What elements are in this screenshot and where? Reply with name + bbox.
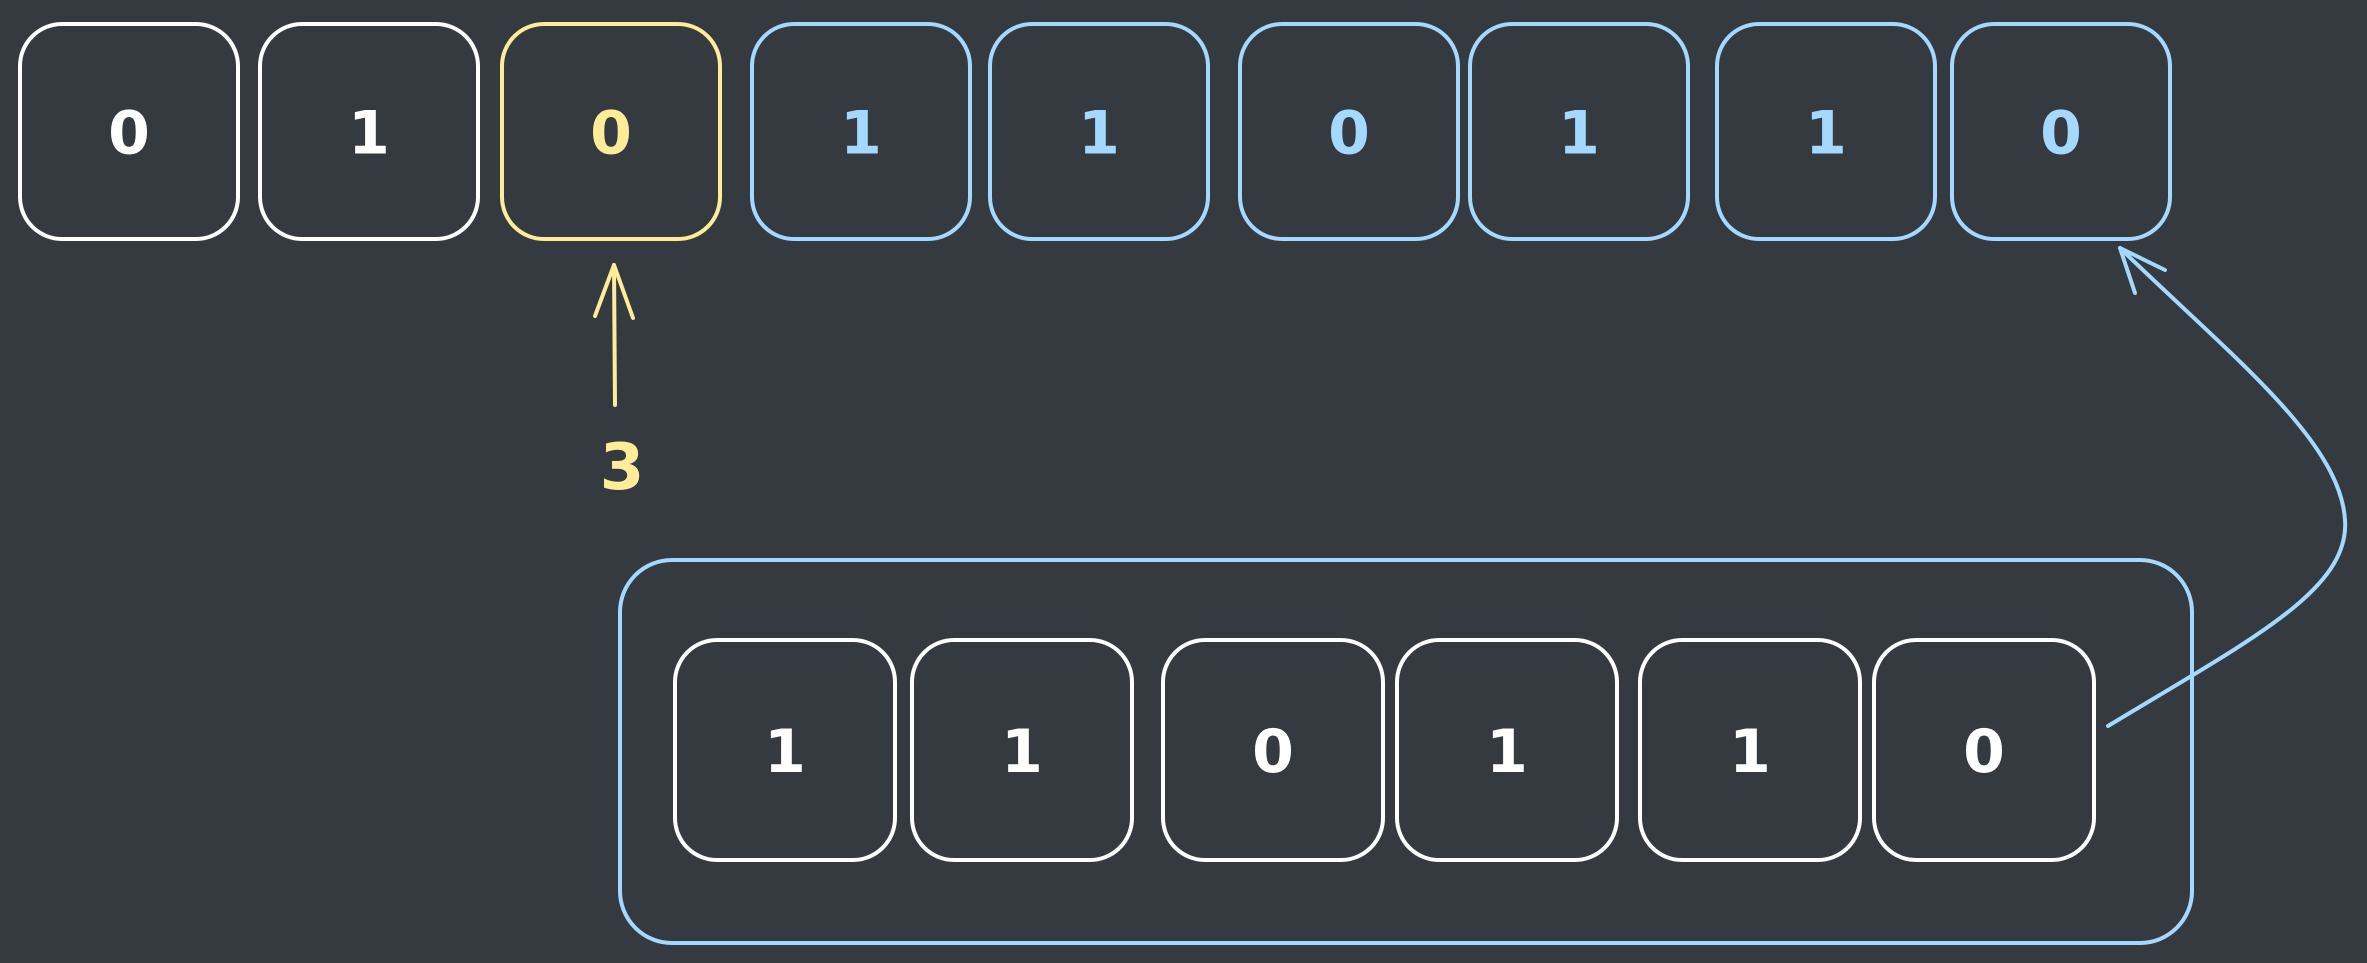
bottom-group: 1 1 0 1 1 0	[618, 558, 2194, 945]
connector-arrow	[2106, 246, 2348, 728]
bottom-group-cell-value: 0	[1252, 717, 1294, 787]
top-row-cell-value: 0	[1328, 99, 1370, 169]
bottom-group-cell: 1	[910, 638, 1134, 862]
bottom-group-cell-box	[1638, 638, 1862, 862]
pointer-arrow	[612, 263, 617, 407]
top-row-cell: 0	[18, 22, 240, 241]
top-row-cell-value: 0	[108, 99, 150, 169]
connector-curve	[2106, 246, 2348, 728]
top-row-cell-box	[18, 22, 240, 241]
bottom-cells: 1 1 0 1 1 0	[673, 638, 2096, 862]
bottom-group-cell-box	[673, 638, 897, 862]
top-row-cell-box	[1468, 22, 1690, 241]
pointer-arrowhead	[593, 263, 635, 320]
pointer: 3	[593, 263, 645, 505]
top-row-cell-box	[258, 22, 480, 241]
top-row-cell-box	[1715, 22, 1937, 241]
connector-arrowhead	[2118, 246, 2167, 295]
bottom-group-cell-box	[1161, 638, 1385, 862]
bottom-group-container	[618, 558, 2194, 945]
bottom-group-cell-box	[1395, 638, 1619, 862]
top-row-cell: 1	[1468, 22, 1690, 241]
top-row-cell-box	[1238, 22, 1460, 241]
top-row-cell-value: 0	[590, 99, 632, 169]
top-row-cell-value: 0	[2040, 99, 2082, 169]
pointer-label: 3	[600, 431, 645, 505]
top-row-cell-value: 1	[348, 99, 390, 169]
top-row-cell: 0	[1950, 22, 2172, 241]
bottom-group-cell-box	[910, 638, 1134, 862]
bottom-group-cell-value: 1	[1486, 717, 1528, 787]
bottom-group-cell-box	[1872, 638, 2096, 862]
top-row-cell-value: 1	[840, 99, 882, 169]
top-row-cell: 1	[750, 22, 972, 241]
bottom-group-cell-value: 0	[1963, 717, 2005, 787]
top-row-cell: 1	[988, 22, 1210, 241]
top-row-cell: 1	[1715, 22, 1937, 241]
bottom-group-cell: 1	[673, 638, 897, 862]
bottom-group-cell: 1	[1638, 638, 1862, 862]
top-row-cell-box	[750, 22, 972, 241]
top-row-cell-box	[500, 22, 722, 241]
bottom-group-cell-value: 1	[764, 717, 806, 787]
top-row-cell-value: 1	[1805, 99, 1847, 169]
top-row-cell-value: 1	[1078, 99, 1120, 169]
bottom-group-cell-value: 1	[1001, 717, 1043, 787]
top-row-cell: 0	[500, 22, 722, 241]
top-row-cell: 0	[1238, 22, 1460, 241]
bottom-group-cell-value: 1	[1729, 717, 1771, 787]
top-row-cell: 1	[258, 22, 480, 241]
bottom-group-cell: 0	[1872, 638, 2096, 862]
top-row-cell-box	[988, 22, 1210, 241]
top-row-cell-box	[1950, 22, 2172, 241]
top-row-cell-value: 1	[1558, 99, 1600, 169]
top-row: 0 1 0 1 1 0 1 1 0	[18, 22, 2172, 241]
bottom-group-cell: 1	[1395, 638, 1619, 862]
bottom-group-cell: 0	[1161, 638, 1385, 862]
